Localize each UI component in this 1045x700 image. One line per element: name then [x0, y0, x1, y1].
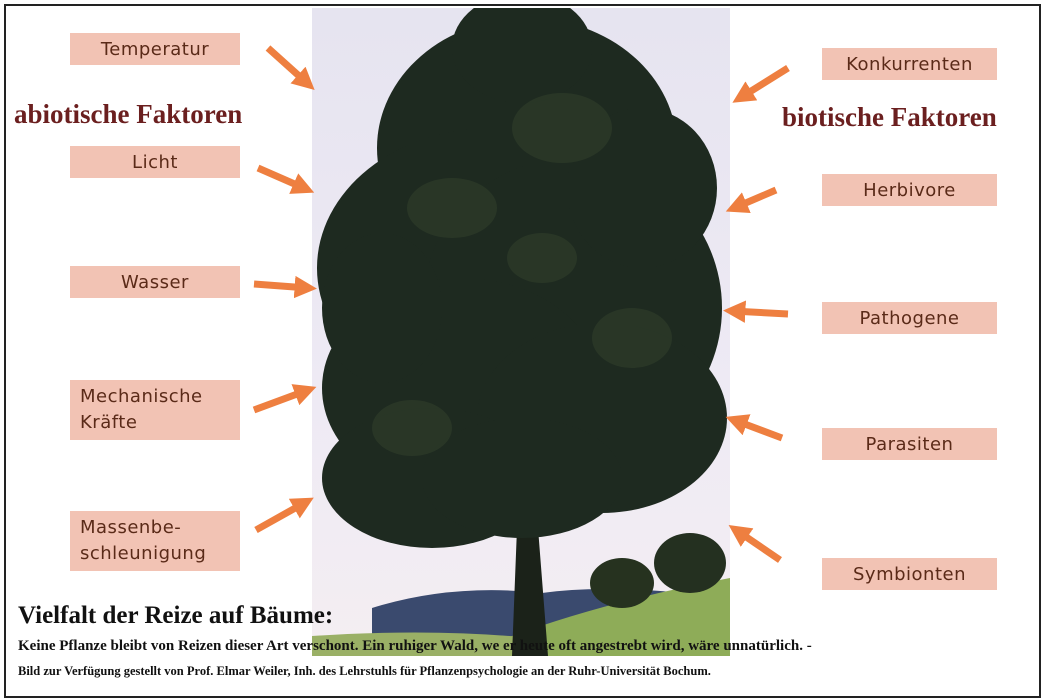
arrow-herbivore: [734, 190, 776, 208]
arrow-mechanische: [254, 390, 308, 410]
arrow-pathogene: [732, 311, 788, 314]
arrow-wasser: [254, 284, 308, 288]
arrow-temperatur: [268, 48, 308, 84]
arrow-konkurrenten: [740, 68, 788, 98]
arrows-layer: [6, 6, 1039, 696]
caption-title: Vielfalt der Reize auf Bäume:: [18, 602, 333, 630]
arrow-licht: [258, 168, 306, 189]
caption-credit: Bild zur Verfügung gestellt von Prof. El…: [18, 664, 711, 679]
arrow-parasiten: [734, 420, 782, 438]
caption-text: Keine Pflanze bleibt von Reizen dieser A…: [18, 638, 812, 655]
arrow-massenbe: [256, 502, 306, 530]
figure-frame: abiotische Faktoren biotische Faktoren T…: [4, 4, 1041, 698]
arrow-symbionten: [736, 530, 780, 560]
